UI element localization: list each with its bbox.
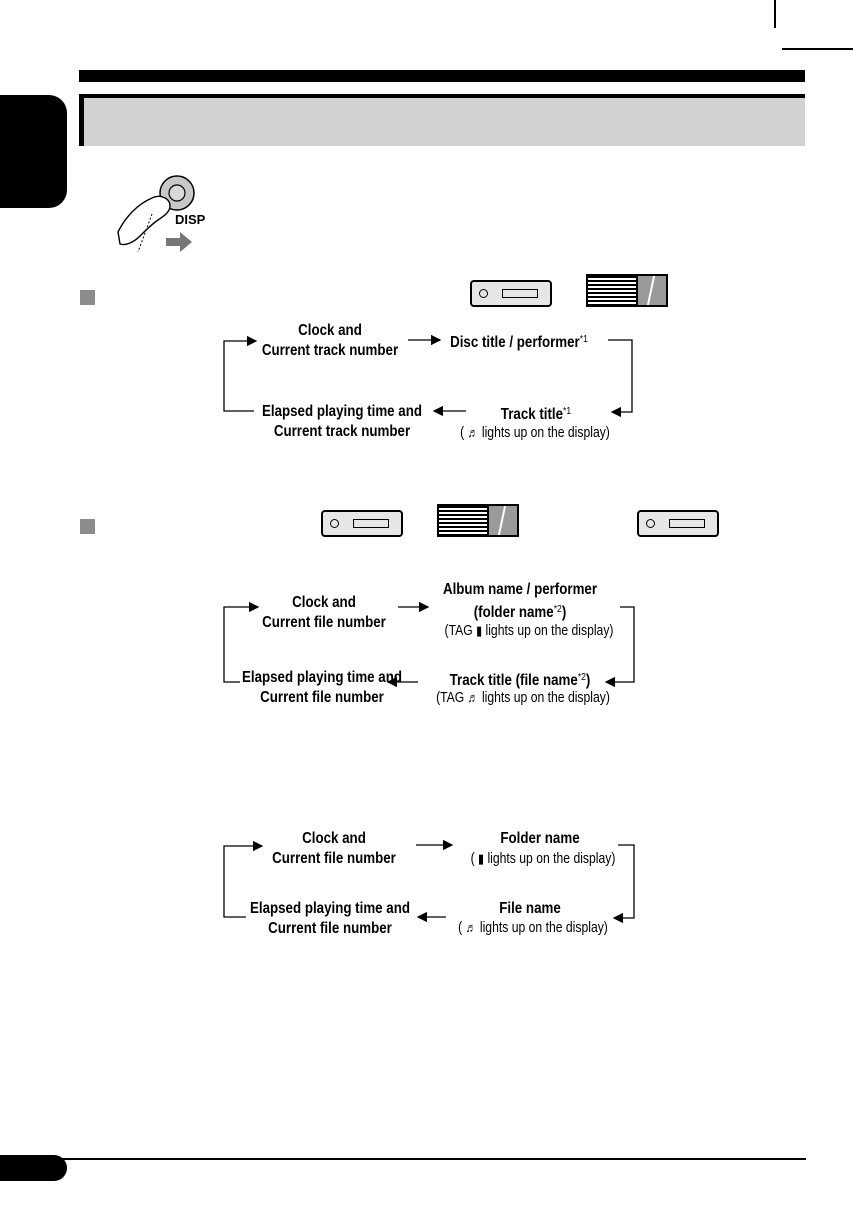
music-note-icon: ♬	[467, 690, 479, 705]
control-panel-icon	[437, 504, 519, 537]
elapsed-label: Elapsed playing time and Current track n…	[261, 403, 422, 440]
track-title-label: Track title*1	[500, 406, 572, 423]
music-note-icon: ♬	[467, 425, 479, 440]
folder-note: ( ▮ lights up on the display)	[470, 851, 616, 867]
album-note: (TAG ▮ lights up on the display)	[444, 623, 614, 639]
music-note-icon: ♬	[465, 920, 477, 935]
clock-label: Clock and Current file number	[262, 594, 386, 631]
file-name-label: File name	[499, 900, 561, 917]
section-bullet	[80, 290, 95, 305]
track-title-label: Track title (file name*2)	[449, 672, 591, 689]
folder-icon: ▮	[478, 851, 485, 866]
section-bullet	[80, 519, 95, 534]
disp-button-illustration	[117, 175, 195, 253]
footer-rule	[0, 1158, 806, 1160]
clock-label: Clock and Current file number	[272, 830, 396, 867]
track-title-note: ( ♬ lights up on the display)	[460, 425, 610, 441]
receiver-unit-icon	[470, 280, 552, 307]
file-note: ( ♬ lights up on the display)	[458, 920, 608, 936]
elapsed-label: Elapsed playing time and Current file nu…	[249, 900, 410, 937]
receiver-unit-icon	[637, 510, 719, 537]
finger-icon	[117, 195, 171, 246]
section-rule	[79, 70, 805, 82]
section-title-band	[79, 94, 805, 146]
album-name-label: Album name / performer (folder name*2)	[442, 581, 598, 621]
control-panel-icon	[586, 274, 668, 307]
press-arrow-icon	[166, 232, 192, 252]
receiver-unit-icon	[321, 510, 403, 537]
disp-label: DISP	[175, 212, 206, 227]
crop-mark-vertical	[774, 0, 776, 28]
folder-icon: ▮	[476, 623, 483, 638]
track-note: (TAG ♬ lights up on the display)	[436, 690, 610, 706]
language-tab	[0, 95, 67, 208]
clock-label: Clock and Current track number	[261, 322, 399, 359]
disc-title-label: Disc title / performer*1	[450, 334, 588, 351]
folder-name-label: Folder name	[500, 830, 580, 847]
elapsed-label: Elapsed playing time and Current file nu…	[241, 669, 402, 706]
crop-mark-horizontal	[782, 48, 853, 50]
page-number-tab	[0, 1155, 67, 1181]
